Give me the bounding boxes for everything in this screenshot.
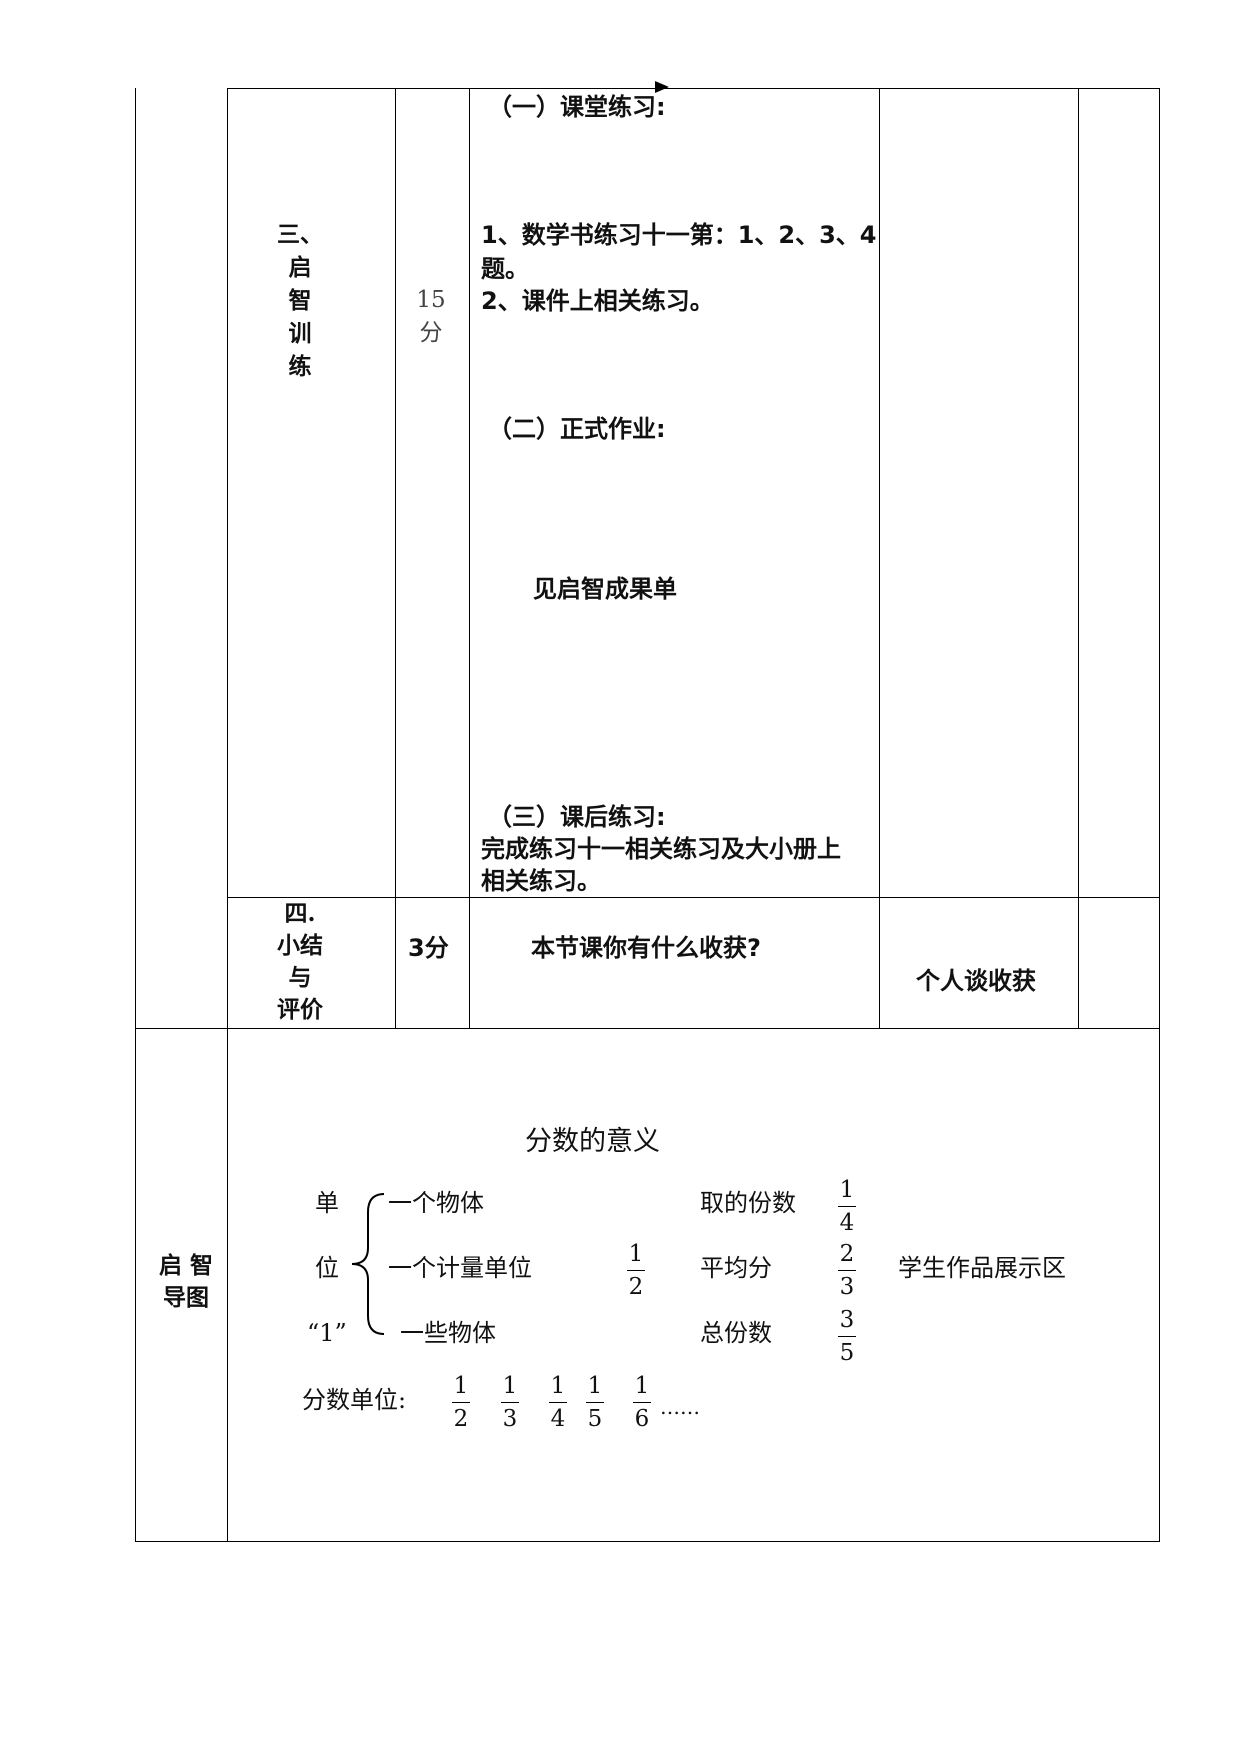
unit-char-3: “1” bbox=[307, 1319, 347, 1347]
grid-line-bottom bbox=[135, 1541, 1159, 1542]
mind-map-title: 分数的意义 bbox=[525, 1126, 660, 1157]
fraction-1-4: 1 4 bbox=[838, 1177, 856, 1236]
student-work-showcase: 学生作品展示区 bbox=[898, 1254, 1066, 1282]
label-equal-division: 平均分 bbox=[700, 1254, 772, 1282]
curly-brace-icon bbox=[351, 1193, 385, 1335]
summary-question: 本节课你有什么收获? bbox=[531, 934, 761, 962]
grid-line-right bbox=[1159, 88, 1160, 1542]
exercise-item-1-cont: 题。 bbox=[481, 255, 529, 283]
grid-line-col5 bbox=[1078, 88, 1079, 1028]
grid-line-col4 bbox=[879, 88, 880, 1028]
stage-label-4: 四. 小结 与 评价 bbox=[277, 900, 323, 1023]
grid-line-col1 bbox=[227, 88, 228, 1542]
branch-one-measure-unit: 一个计量单位 bbox=[388, 1254, 532, 1282]
label-parts-taken: 取的份数 bbox=[700, 1189, 796, 1217]
fraction-2-3: 2 3 bbox=[838, 1241, 856, 1300]
branch-one-object: 一个物体 bbox=[388, 1189, 484, 1217]
fraction-unit-1-4: 1 4 bbox=[549, 1373, 567, 1432]
fraction-unit-1-6: 1 6 bbox=[633, 1373, 651, 1432]
fraction-unit-1-5: 1 5 bbox=[586, 1373, 604, 1432]
grid-line-col3 bbox=[469, 88, 470, 1028]
section-title-homework: （二）正式作业: bbox=[488, 415, 666, 443]
after-class-text-cont: 相关练习。 bbox=[481, 867, 601, 895]
mind-map-label: 启 智 导图 bbox=[158, 1252, 213, 1311]
fraction-unit-1-3: 1 3 bbox=[501, 1373, 519, 1432]
stage-label-3: 三、 启 智 训 练 bbox=[277, 221, 323, 380]
unit-char-1: 单 bbox=[315, 1189, 339, 1217]
arrow-marker-icon bbox=[655, 81, 669, 93]
fraction-unit-ellipsis: …… bbox=[660, 1395, 700, 1419]
grid-line-row4-bottom bbox=[135, 1028, 1159, 1029]
grid-line-row3-bottom bbox=[227, 897, 1159, 898]
unit-char-2: 位 bbox=[315, 1254, 339, 1282]
time-label-3: 15 分 bbox=[416, 287, 446, 346]
fraction-unit-label: 分数单位: bbox=[302, 1386, 407, 1414]
exercise-item-1: 1、数学书练习十一第：1、2、3、4 bbox=[481, 221, 877, 249]
grid-line-top bbox=[227, 88, 1159, 89]
fraction-unit-1-2: 1 2 bbox=[452, 1373, 470, 1432]
homework-text: 见启智成果单 bbox=[533, 575, 677, 603]
branch-some-objects: 一些物体 bbox=[400, 1319, 496, 1347]
grid-line-col2 bbox=[395, 88, 396, 1028]
fraction-3-5: 3 5 bbox=[838, 1307, 856, 1366]
label-total-parts: 总份数 bbox=[700, 1319, 772, 1347]
grid-line-left bbox=[135, 88, 136, 1542]
time-label-4: 3分 bbox=[408, 934, 449, 962]
student-activity: 个人谈收获 bbox=[916, 967, 1036, 995]
section-title-after-class: （三）课后练习: bbox=[488, 803, 666, 831]
exercise-item-2: 2、课件上相关练习。 bbox=[481, 287, 714, 315]
fraction-one-half: 1 2 bbox=[627, 1241, 645, 1300]
after-class-text: 完成练习十一相关练习及大小册上 bbox=[481, 835, 841, 863]
section-title-class-practice: （一）课堂练习: bbox=[488, 93, 666, 121]
